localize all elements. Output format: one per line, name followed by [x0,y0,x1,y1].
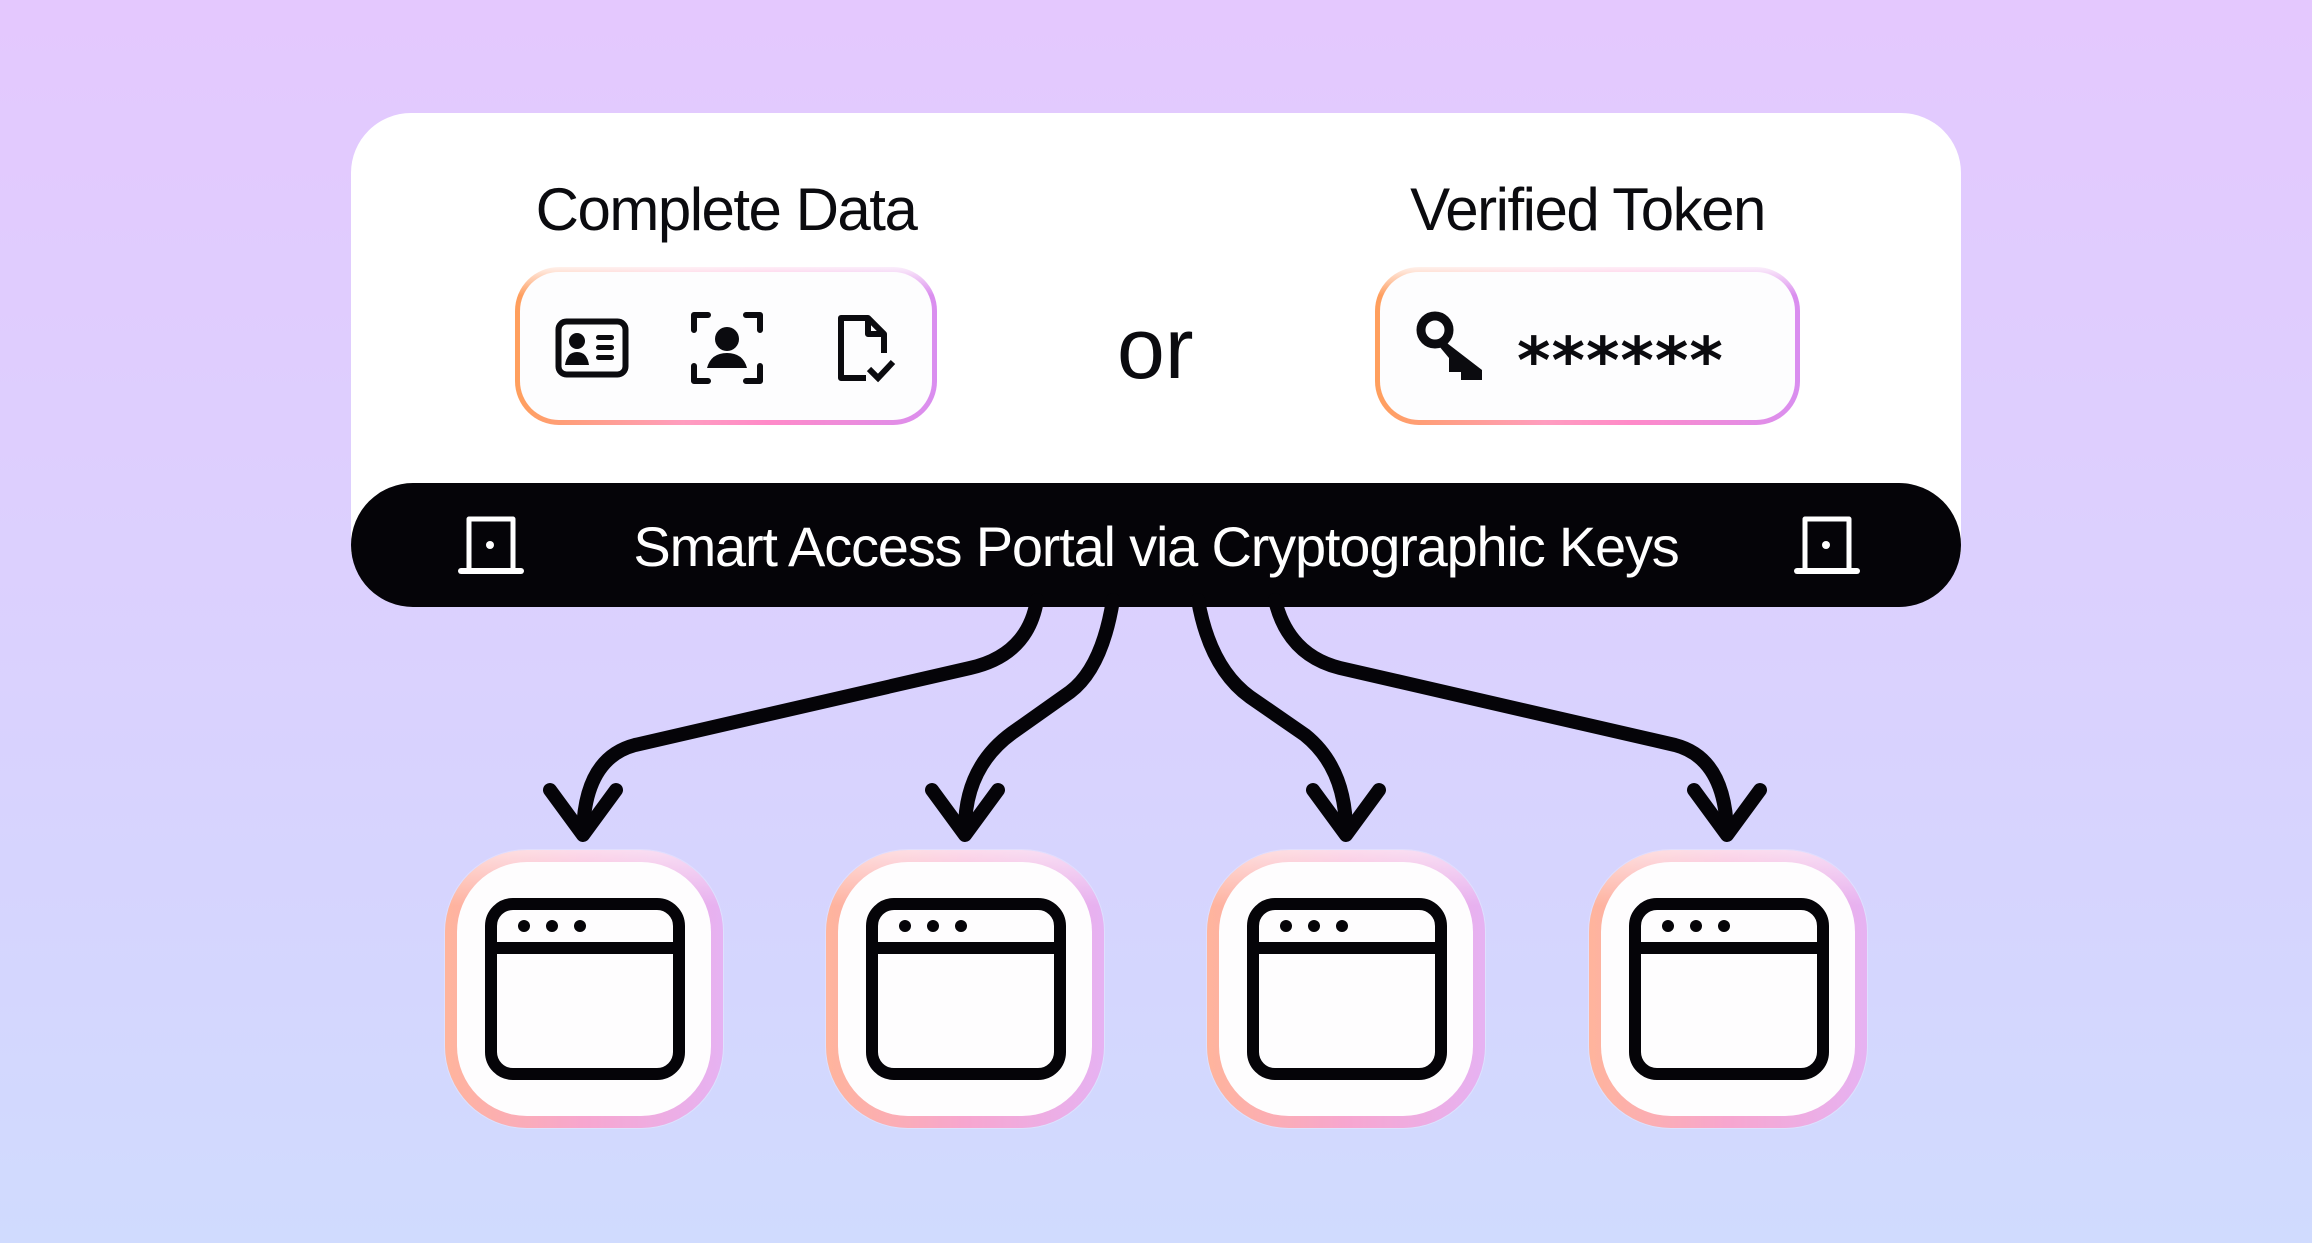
verified-token-box: ****** [1375,267,1800,425]
browser-window-tile-2 [826,850,1104,1128]
masked-token-value: ****** [1517,325,1724,399]
face-scan-icon [691,312,763,384]
arrow-to-window-2 [925,593,1120,842]
key-icon [1416,311,1482,380]
arrow-to-window-3 [1191,593,1386,842]
complete-data-title: Complete Data [535,176,918,243]
browser-window-icon [485,898,685,1080]
arrow-to-window-1 [543,593,1044,842]
door-icon [458,516,524,574]
arrow-to-window-4 [1268,593,1767,842]
door-icon [1794,516,1860,574]
smart-access-portal-bar: Smart Access Portal via Cryptographic Ke… [351,483,1961,607]
browser-window-icon [1629,898,1829,1080]
browser-window-tile-3 [1207,850,1485,1128]
browser-window-icon [866,898,1066,1080]
verified-token-title: Verified Token [1410,176,1766,243]
browser-window-tile-1 [445,850,723,1128]
complete-data-box [515,267,937,425]
or-separator: or [1117,301,1194,397]
id-card-icon [555,318,629,378]
portal-label: Smart Access Portal via Cryptographic Ke… [633,515,1679,578]
document-check-icon [838,315,896,383]
browser-window-tile-4 [1589,850,1867,1128]
browser-window-icon [1247,898,1447,1080]
